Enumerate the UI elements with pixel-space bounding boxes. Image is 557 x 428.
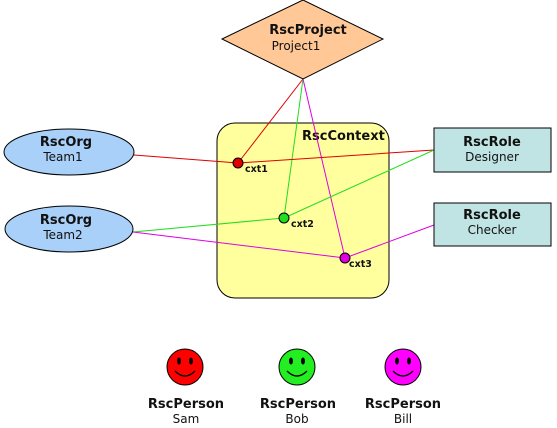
- project-name: Project1: [272, 39, 321, 53]
- person-bob[interactable]: RscPerson Bob: [260, 348, 336, 426]
- line-team2-cxt2: [132, 217, 285, 233]
- person-name: Sam: [173, 412, 200, 426]
- role-type: RscRole: [463, 135, 521, 150]
- context-point-cxt2[interactable]: cxt2: [278, 212, 314, 230]
- line-cxt3-checker: [344, 224, 435, 259]
- person-sam[interactable]: RscPerson Sam: [148, 348, 224, 426]
- org-ellipse: [4, 205, 134, 253]
- line-team2-cxt3: [132, 231, 346, 259]
- context-label: cxt1: [245, 164, 268, 175]
- org-node-team2[interactable]: RscOrg Team2: [4, 205, 134, 253]
- person-name: Bill: [394, 412, 412, 426]
- context-box[interactable]: [216, 122, 390, 299]
- role-node-checker[interactable]: RscRole Checker: [433, 202, 552, 247]
- smiley-icon: [278, 348, 316, 386]
- person-type: RscPerson: [260, 397, 336, 412]
- line-project-cxt2: [283, 78, 304, 219]
- context-title: RscContext: [302, 129, 385, 144]
- role-name: Designer: [465, 150, 519, 164]
- context-point-cxt3[interactable]: cxt3: [339, 252, 372, 270]
- project-node[interactable]: RscProject Project1: [220, 0, 385, 80]
- connectors: [132, 78, 435, 259]
- line-cxt1-designer: [237, 149, 435, 164]
- line-team1-cxt1: [133, 154, 239, 164]
- line-cxt2-designer: [283, 149, 435, 219]
- smiley-icon: [166, 348, 204, 386]
- context-dot: [232, 157, 244, 169]
- org-node-team1[interactable]: RscOrg Team1: [3, 128, 135, 176]
- role-box: [433, 202, 552, 247]
- line-project-cxt1: [237, 78, 304, 164]
- person-type: RscPerson: [365, 397, 441, 412]
- role-name: Checker: [468, 223, 517, 237]
- smiley-icon: [384, 348, 422, 386]
- project-type: RscProject: [269, 23, 347, 38]
- org-type: RscOrg: [40, 135, 92, 150]
- org-ellipse: [3, 128, 135, 176]
- org-name: Team1: [42, 150, 82, 164]
- role-box: [433, 127, 552, 173]
- person-bill[interactable]: RscPerson Bill: [365, 348, 441, 426]
- role-node-designer[interactable]: RscRole Designer: [433, 127, 552, 173]
- org-type: RscOrg: [40, 213, 92, 228]
- role-type: RscRole: [463, 208, 521, 223]
- context-dot: [339, 252, 351, 264]
- org-name: Team2: [42, 228, 82, 242]
- person-name: Bob: [285, 412, 308, 426]
- context-dot: [278, 212, 290, 224]
- context-label: cxt3: [349, 259, 372, 270]
- project-diamond: [220, 0, 385, 80]
- line-project-cxt3: [302, 78, 346, 259]
- person-type: RscPerson: [148, 397, 224, 412]
- context-label: cxt2: [291, 219, 314, 230]
- context-point-cxt1[interactable]: cxt1: [232, 157, 268, 175]
